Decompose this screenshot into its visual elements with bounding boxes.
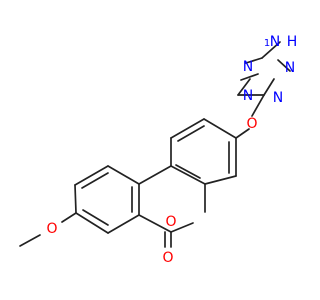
tetrazole-nitrogen-1-label: N (243, 59, 253, 75)
molecule-diagram: O O O O N N N N N H 1 (19, 34, 297, 266)
ring-oxygen-label: O (165, 214, 176, 230)
tetrazole-h-label: H (287, 34, 298, 50)
tetrazole-nitrogen-3-label: N (273, 90, 283, 106)
bond-lactone-6 (170, 165, 206, 185)
bond-ring-left-inner-3 (82, 209, 109, 226)
bond-ring-right-5 (204, 175, 237, 185)
bond-tetrazole-2 (263, 78, 275, 96)
bond-lactone-1 (138, 214, 172, 233)
bond-ring-left-5 (107, 214, 140, 234)
bond-ring-right-2 (170, 118, 205, 139)
tetrazole-nh-nitrogen-label: N (270, 34, 280, 50)
bond-lactone-4 (170, 222, 194, 233)
bond-tetrazole-4 (277, 59, 291, 72)
tetrazole-index-label: 1 (264, 38, 270, 49)
bond-lines (19, 41, 291, 248)
bond-ring-right-inner-1 (177, 125, 205, 142)
methoxy-oxygen-label: O (46, 221, 57, 237)
bond-ring-right-3 (203, 118, 237, 139)
bond-ring-right-inner-3 (175, 164, 201, 179)
molecule-canvas: O O O O N N N N N H 1 (19, 34, 298, 266)
bond-methyl-o (19, 234, 41, 247)
bond-ring-left-inner-1 (81, 172, 109, 189)
bond-tetrazole-1 (237, 78, 251, 96)
tetrazole-nitrogen-2-label: N (243, 88, 253, 104)
bond-tetrazole-3 (261, 41, 281, 59)
carbonyl-oxygen-label: O (162, 250, 173, 266)
bond-ring-ether-o (235, 128, 250, 139)
bond-ring-left-1 (74, 184, 77, 214)
bond-o-ring (61, 212, 77, 223)
atom-labels: O O O O N N N N N H 1 (46, 34, 297, 266)
ether-oxygen-label: O (246, 116, 257, 132)
bond-ring-left-3 (107, 165, 140, 185)
bond-ether-o-ch2 (251, 94, 265, 117)
bond-tetrazole-5 (245, 57, 263, 64)
bond-tetrazole-6 (240, 73, 259, 81)
bond-ring-left-2 (74, 165, 109, 186)
bond-lactone-7 (138, 165, 172, 185)
bond-ring-left-6 (75, 212, 109, 234)
tetrazole-nitrogen-4-label: N (285, 60, 295, 76)
